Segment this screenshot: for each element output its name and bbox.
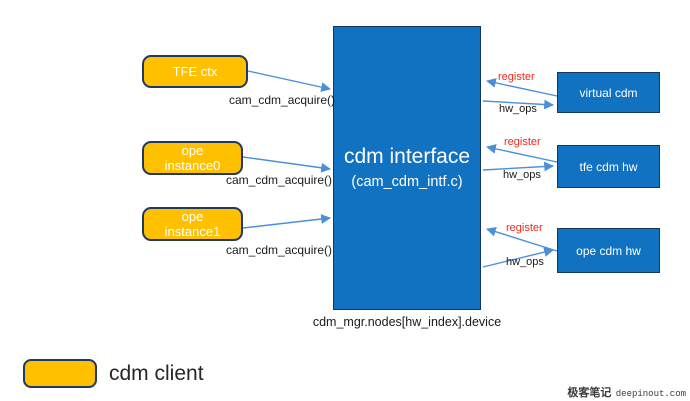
arrow-acquire-ope1 — [242, 214, 331, 229]
watermark-site-text: deepinout.com — [615, 389, 686, 399]
edge-label-hwops-virtual: hw_ops — [499, 103, 537, 115]
legend-cdm-client-swatch — [23, 359, 97, 388]
cdm-interface-box: cdm interface (cam_cdm_intf.c) — [333, 26, 481, 310]
cdm-interface-title: cdm interface — [343, 144, 471, 168]
hw-box-virtual-cdm: virtual cdm — [557, 72, 660, 113]
arrow-acquire-tfe — [247, 70, 331, 92]
client-box-ope-instance1: ope instance1 — [142, 207, 243, 241]
legend-cdm-client-label: cdm client — [109, 362, 204, 385]
watermark: 极客笔记 deepinout.com — [567, 383, 686, 401]
edge-label-register-tfe: register — [504, 136, 541, 148]
hw-label-tfe-cdm-hw: tfe cdm hw — [579, 159, 638, 174]
hw-label-ope-cdm-hw: ope cdm hw — [576, 243, 641, 258]
hw-label-virtual-cdm: virtual cdm — [579, 85, 638, 100]
arrow-acquire-ope0 — [242, 156, 331, 173]
edge-label-acquire-ope0: cam_cdm_acquire() — [226, 173, 333, 187]
edge-label-acquire-ope1: cam_cdm_acquire() — [226, 243, 333, 257]
edge-label-register-virtual: register — [498, 71, 535, 83]
cdm-mgr-device-label: cdm_mgr.nodes[hw_index].device — [312, 315, 502, 329]
client-box-ope-instance0: ope instance0 — [142, 141, 243, 175]
arrow-register-virtual — [486, 78, 558, 97]
cdm-interface-subtitle: (cam_cdm_intf.c) — [351, 173, 463, 190]
arrow-register-tfe — [486, 144, 558, 163]
edge-label-hwops-tfe: hw_ops — [503, 169, 541, 181]
edge-label-hwops-ope: hw_ops — [506, 256, 544, 268]
hw-box-tfe-cdm-hw: tfe cdm hw — [557, 145, 660, 188]
client-box-tfe-ctx: TFE ctx — [142, 55, 248, 88]
client-label-ope-instance1: ope instance1 — [164, 209, 221, 239]
hw-box-ope-cdm-hw: ope cdm hw — [557, 228, 660, 273]
edge-label-register-ope: register — [506, 222, 543, 234]
watermark-cn-text: 极客笔记 — [567, 387, 612, 399]
client-label-ope-instance0: ope instance0 — [164, 143, 221, 173]
client-label-tfe-ctx: TFE ctx — [172, 64, 218, 79]
edge-label-acquire-tfe: cam_cdm_acquire() — [229, 93, 336, 107]
